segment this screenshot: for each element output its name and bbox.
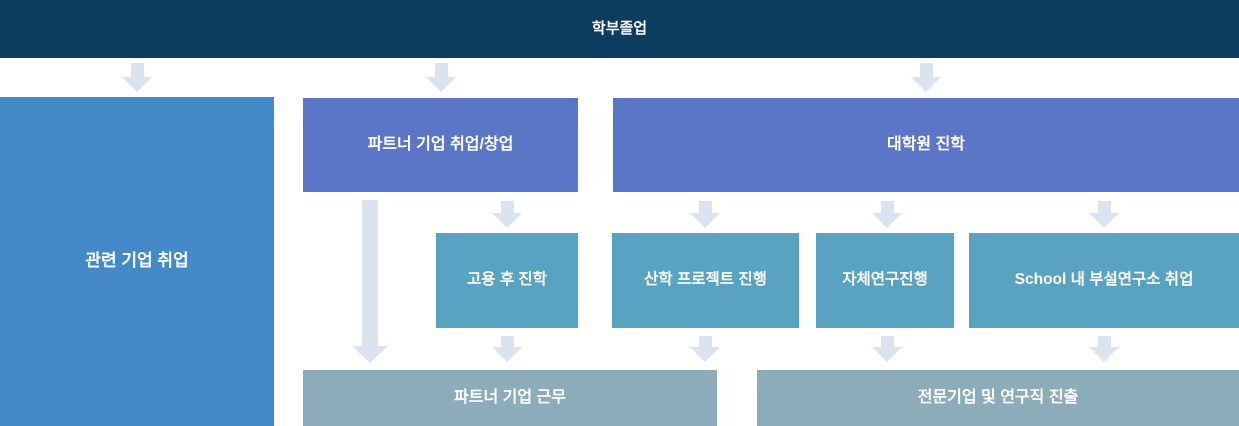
node-independent-research: 자체연구진행 [816, 233, 954, 328]
arrow-shaft [500, 201, 514, 213]
node-related-company-employment: 관련 기업 취업 [0, 97, 274, 426]
node-professional-research-career: 전문기업 및 연구직 진출 [757, 370, 1239, 426]
arrow-shaft [919, 63, 933, 77]
node-industry-academia-project: 산학 프로젝트 진행 [612, 233, 799, 328]
arrow-down-icon [492, 347, 522, 362]
arrow-independent-research-to-research-career [872, 336, 902, 362]
arrow-shaft [1097, 336, 1111, 347]
arrow-root-to-grad-branch [911, 63, 941, 92]
node-label: 산학 프로젝트 진행 [644, 271, 767, 289]
arrow-down-icon [352, 346, 388, 363]
node-label: 전문기업 및 연구직 진출 [917, 388, 1079, 406]
arrow-shaft [1097, 201, 1111, 213]
node-label: 관련 기업 취업 [85, 251, 189, 271]
arrow-after-employment-study-to-partner-work [492, 336, 522, 362]
node-label: 파트너 기업 취업/창업 [367, 135, 514, 153]
arrow-down-icon [492, 213, 522, 228]
node-label: 자체연구진행 [842, 271, 928, 289]
arrow-down-icon [872, 347, 902, 362]
arrow-root-to-partner-branch [426, 63, 456, 92]
arrow-shaft [698, 201, 712, 213]
node-label: School 내 부설연구소 취업 [1014, 271, 1194, 289]
arrow-grad-to-school-institute [1089, 201, 1119, 228]
arrow-partner-branch-to-partner-work [352, 200, 388, 363]
arrow-grad-to-independent-research [872, 201, 902, 228]
node-label: 대학원 진학 [886, 135, 966, 153]
arrow-down-icon [690, 213, 720, 228]
arrow-down-icon [122, 77, 152, 92]
node-partner-company-employment-startup: 파트너 기업 취업/창업 [303, 98, 578, 192]
arrow-school-institute-to-research-career [1089, 336, 1119, 362]
arrow-down-icon [426, 77, 456, 92]
arrow-down-icon [911, 77, 941, 92]
node-label: 파트너 기업 근무 [454, 388, 566, 406]
arrow-shaft [880, 336, 894, 347]
arrow-shaft [500, 336, 514, 347]
arrow-industry-project-to-research-career [690, 336, 720, 362]
arrow-shaft [880, 201, 894, 213]
node-label: 학부졸업 [591, 20, 648, 38]
arrow-shaft [130, 63, 144, 77]
arrow-down-icon [872, 213, 902, 228]
arrow-shaft [434, 63, 448, 77]
node-label: 고용 후 진학 [467, 271, 547, 289]
node-partner-company-work: 파트너 기업 근무 [303, 370, 717, 426]
arrow-partner-branch-to-after-employment-study [492, 201, 522, 228]
arrow-down-icon [690, 347, 720, 362]
node-school-affiliated-institute-employment: School 내 부설연구소 취업 [969, 233, 1239, 328]
arrow-root-to-related-employment [122, 63, 152, 92]
arrow-shaft [362, 200, 378, 346]
node-undergraduate-graduation: 학부졸업 [0, 0, 1239, 58]
arrow-grad-to-industry-project [690, 201, 720, 228]
node-graduate-school: 대학원 진학 [613, 98, 1239, 192]
arrow-shaft [698, 336, 712, 347]
node-study-after-employment: 고용 후 진학 [436, 233, 578, 328]
arrow-down-icon [1089, 213, 1119, 228]
arrow-down-icon [1089, 347, 1119, 362]
